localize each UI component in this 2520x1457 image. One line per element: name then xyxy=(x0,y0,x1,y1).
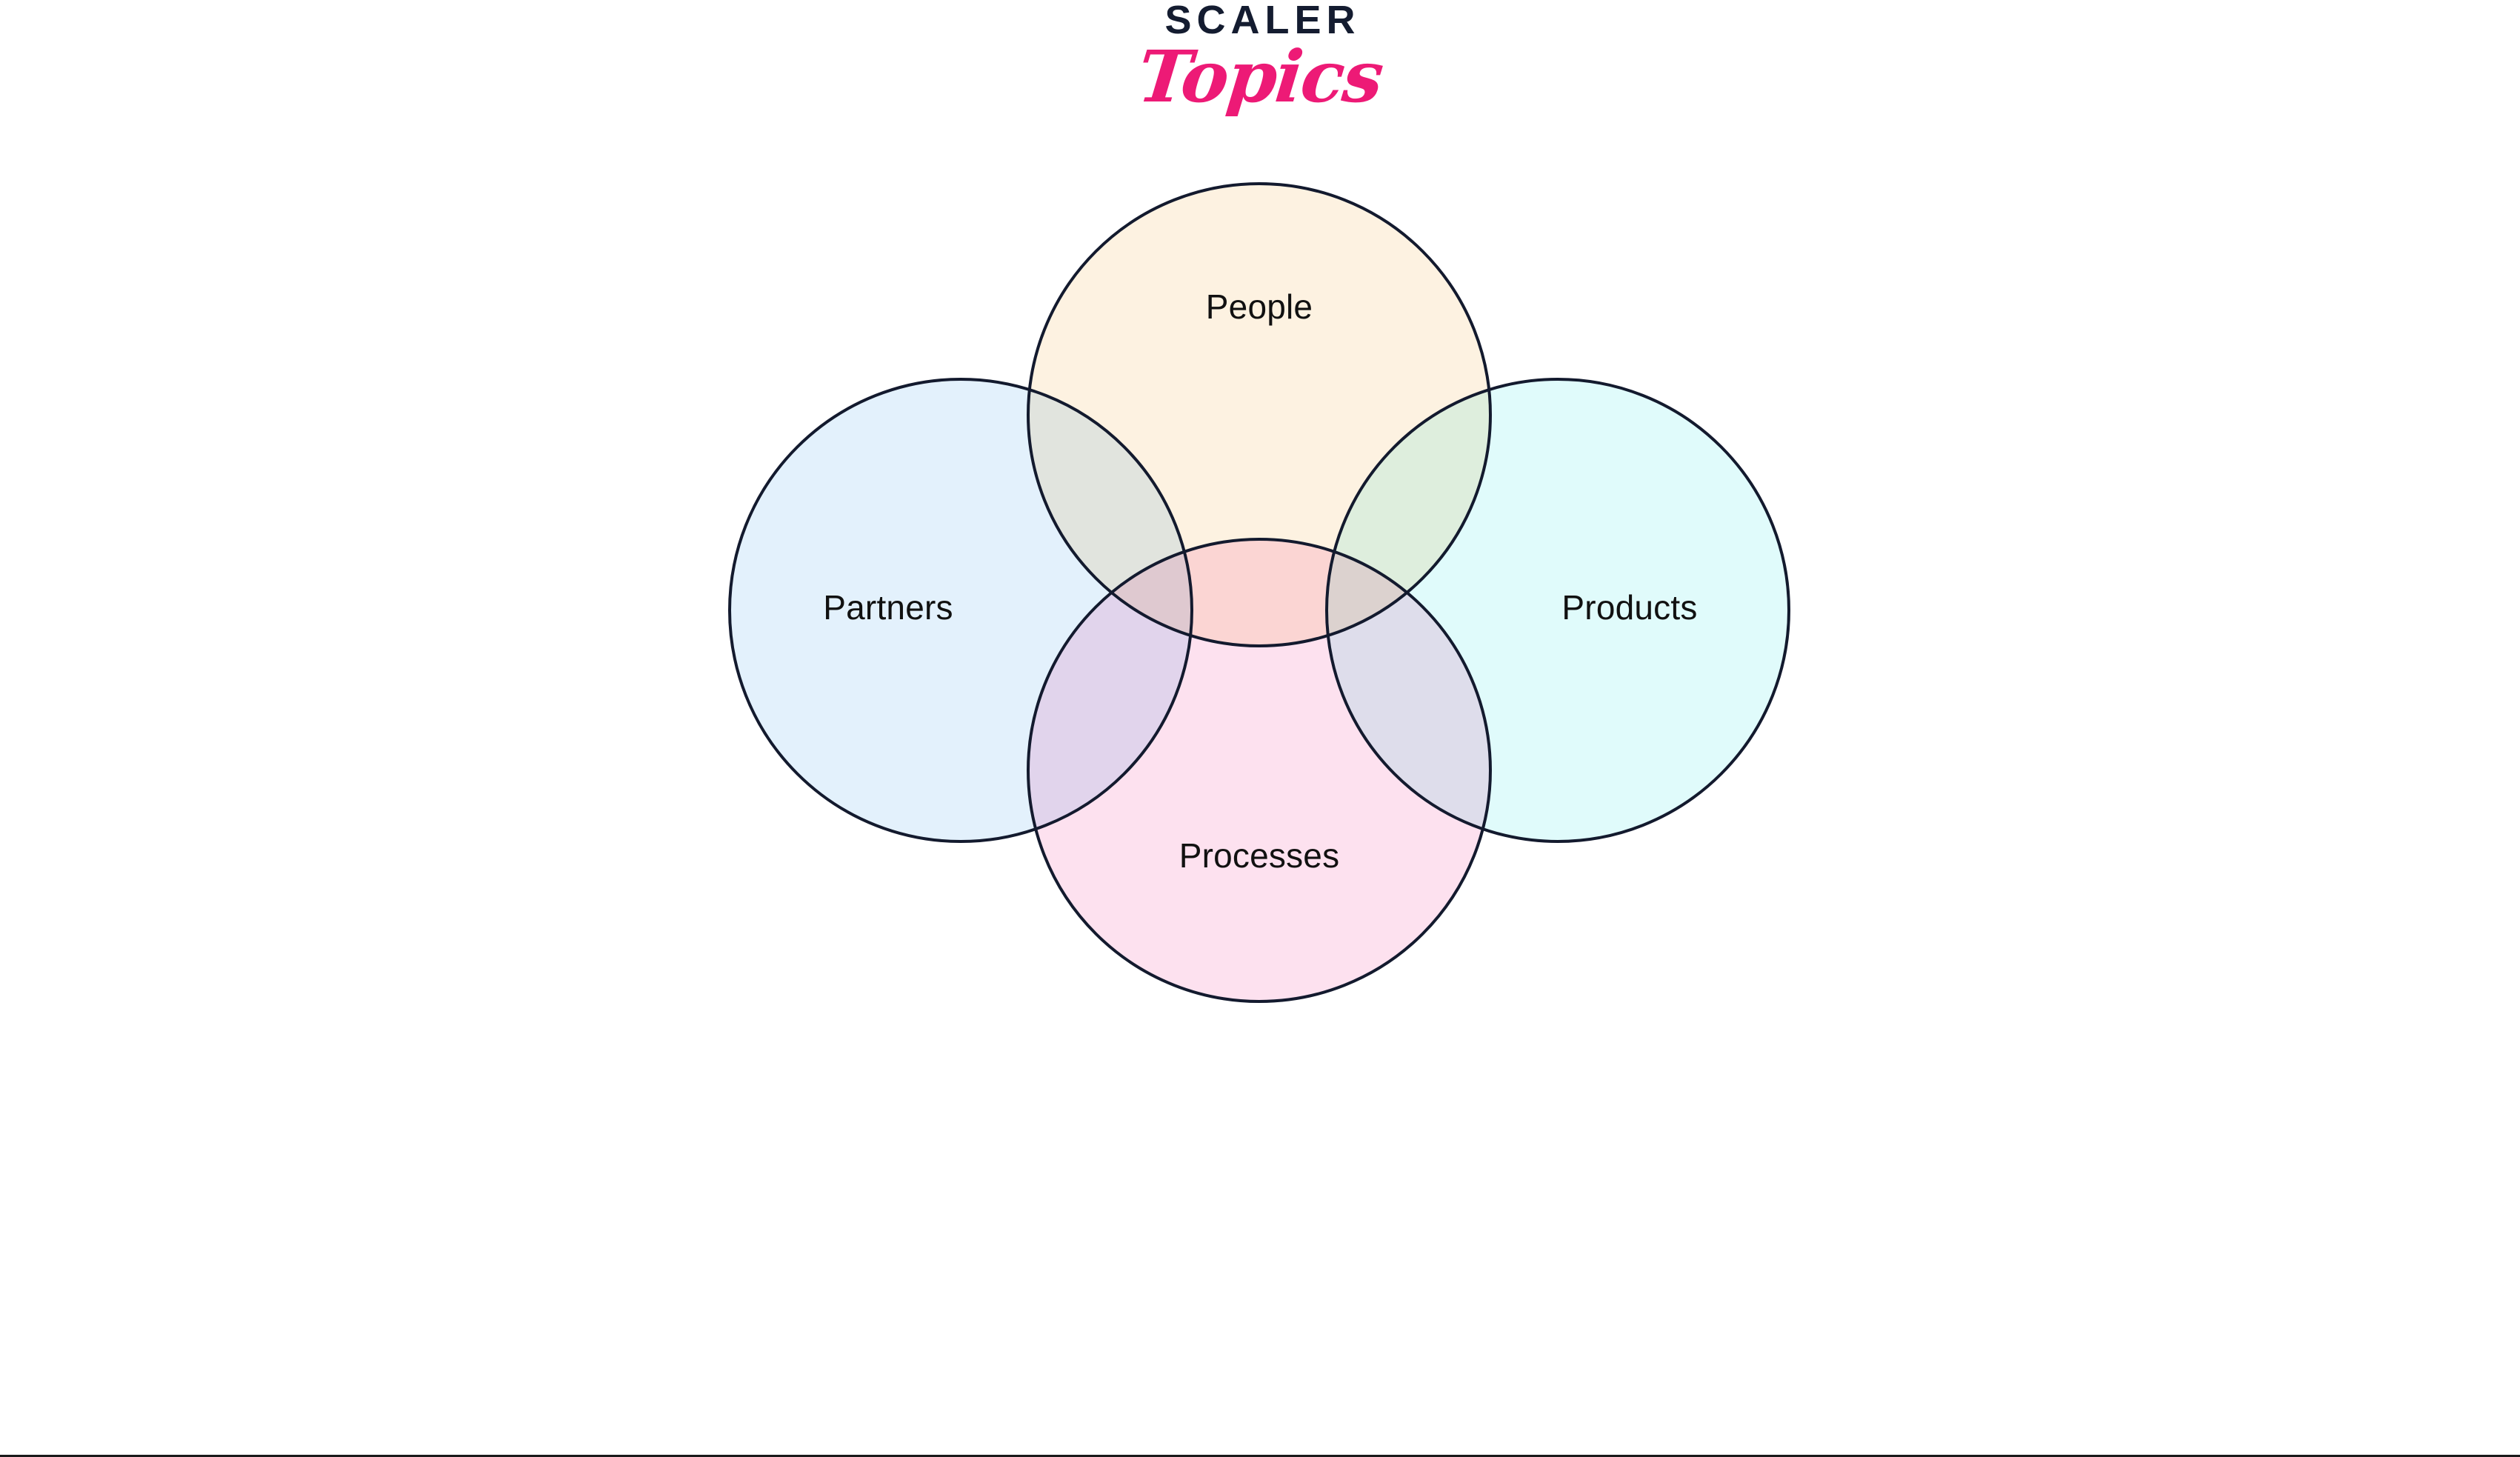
circle-fill-processes xyxy=(1028,539,1490,1001)
venn-label-people: People xyxy=(1206,287,1313,326)
venn-label-partners: Partners xyxy=(823,588,953,627)
venn-label-products: Products xyxy=(1561,588,1697,627)
circle-outline-processes[interactable] xyxy=(1027,538,1492,1003)
venn-outlines xyxy=(728,182,1790,1003)
venn-labels: People Partners Products Processes xyxy=(823,287,1697,875)
scaler-topics-logo: SCALER Topics xyxy=(0,0,2520,119)
venn-fills xyxy=(730,184,1789,1001)
logo-brand-text: SCALER xyxy=(1164,0,1361,42)
venn-svg: People Partners Products Processes xyxy=(728,182,1790,1003)
venn-diagram: People Partners Products Processes xyxy=(728,182,1790,1003)
circle-outline-products[interactable] xyxy=(1325,378,1790,843)
logo-product-text: Topics xyxy=(1133,35,1387,119)
circle-outline-partners[interactable] xyxy=(728,378,1193,843)
venn-label-processes: Processes xyxy=(1179,836,1340,875)
circle-outline-people[interactable] xyxy=(1027,182,1492,647)
bottom-divider xyxy=(0,1455,2520,1457)
